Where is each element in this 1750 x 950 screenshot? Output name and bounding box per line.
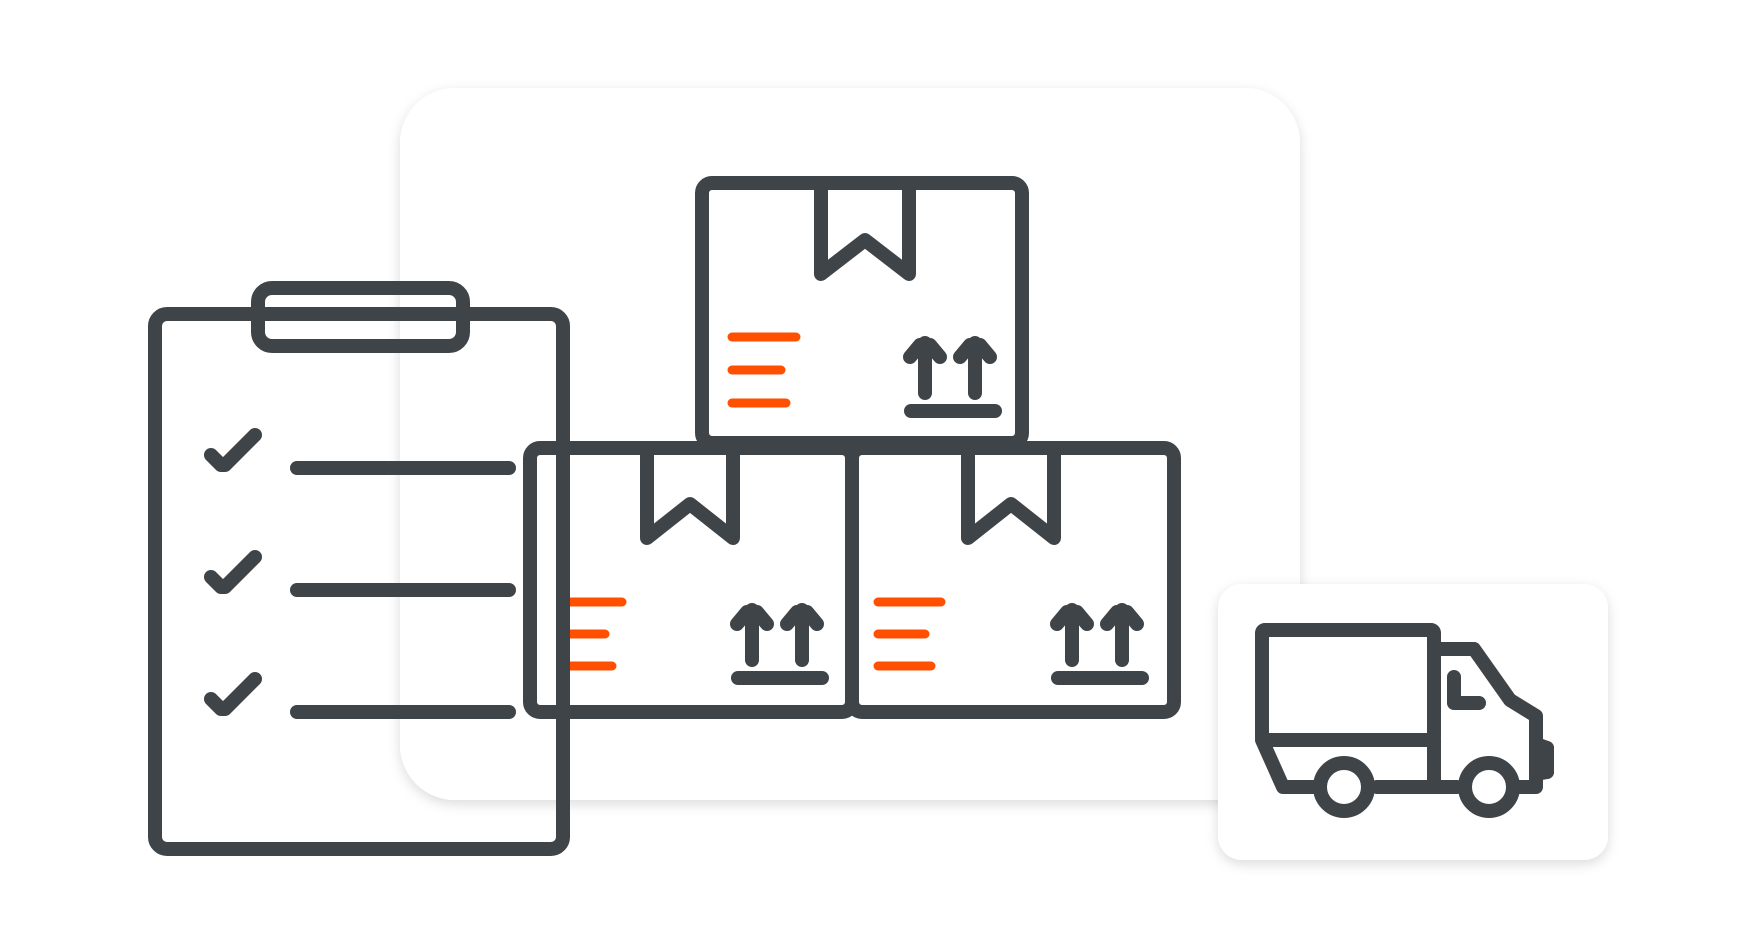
checkmark-icon — [211, 435, 255, 465]
bottom-left-label-lines — [563, 597, 627, 671]
checklist — [211, 435, 516, 719]
stacked-boxes-icon — [523, 176, 1181, 719]
checklist-item — [211, 557, 516, 597]
clipboard-checklist-icon — [148, 281, 570, 856]
delivery-truck-icon — [1255, 623, 1554, 818]
front-wheel — [1458, 756, 1520, 818]
checklist-item — [211, 679, 516, 719]
bottom-right-label-lines — [873, 597, 946, 671]
rear-wheel — [1313, 756, 1375, 818]
top-box-label-lines — [727, 332, 801, 408]
checklist-item — [211, 435, 516, 475]
checkmark-icon — [211, 557, 255, 587]
bottom-right-box — [845, 441, 1181, 719]
checkmark-icon — [211, 679, 255, 709]
